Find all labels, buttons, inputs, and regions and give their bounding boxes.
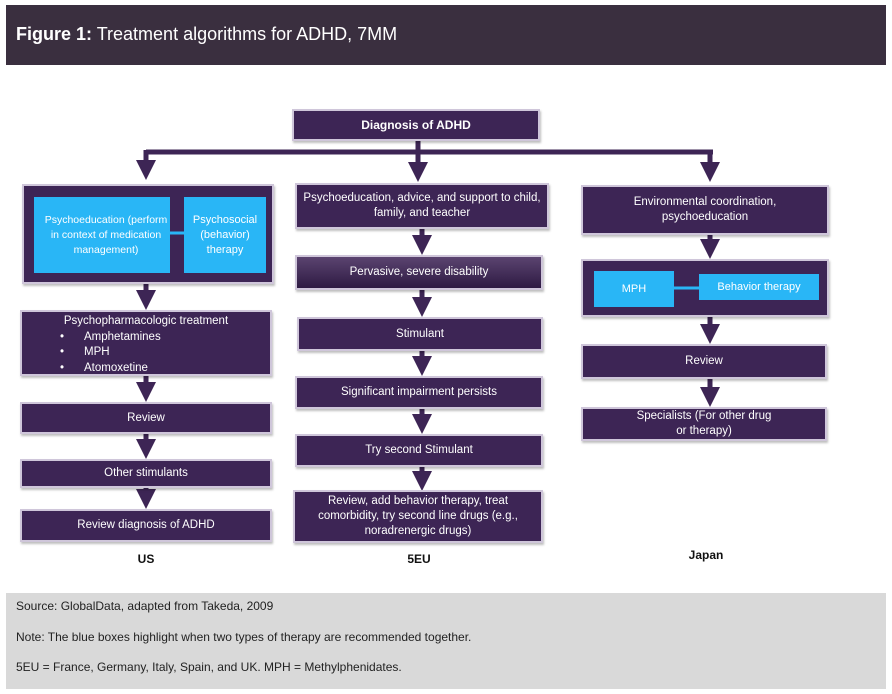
us-treatment-box: Psychopharmacologic treatment Amphetamin… [20,310,272,376]
figure-title-text: Treatment algorithms for ADHD, 7MM [96,24,398,44]
us-other-stimulants-box: Other stimulants [20,459,272,488]
figure-title: Figure 1: Treatment algorithms for ADHD,… [16,22,397,46]
jp-behavior-therapy-box: Behavior therapy [699,274,819,300]
figure-header: Figure 1: Treatment algorithms for ADHD,… [6,5,886,65]
eu-final-box: Review, add behavior therapy, treat como… [293,490,543,543]
figure-footer: Source: GlobalData, adapted from Takeda,… [6,593,886,689]
diagnosis-box: Diagnosis of ADHD [292,109,540,141]
us-review-box: Review [20,402,272,434]
jp-column-label: Japan [688,548,724,562]
us-treatment-list: Amphetamines MPH Atomoxetine [22,330,270,377]
source-note: Source: GlobalData, adapted from Takeda,… [16,599,274,613]
us-therapy-container: Psychoeducation (perform in context of m… [22,184,274,284]
jp-review-box: Review [581,344,827,379]
eu-impairment-box: Significant impairment persists [295,376,543,409]
us-treatment-item: Atomoxetine [22,361,270,377]
jp-therapy-container: MPH Behavior therapy [581,259,829,317]
us-treatment-head: Psychopharmacologic treatment [63,315,229,327]
jp-environmental-box: Environmental coordination, psychoeducat… [581,185,829,235]
eu-psychoeducation-box: Psychoeducation, advice, and support to … [295,183,549,229]
jp-specialists-box: Specialists (For other drug or therapy) [581,407,827,441]
eu-column-label: 5EU [407,552,431,566]
eu-stimulant-box: Stimulant [297,317,543,351]
us-treatment-item: MPH [22,345,270,361]
jp-mph-box: MPH [594,271,674,307]
eu-pervasive-box: Pervasive, severe disability [295,255,543,290]
abbreviation-note: 5EU = France, Germany, Italy, Spain, and… [16,660,402,674]
us-psychoeducation-box: Psychoeducation (perform in context of m… [34,197,170,273]
blue-box-note: Note: The blue boxes highlight when two … [16,630,472,644]
us-column-label: US [137,552,155,566]
us-treatment-item: Amphetamines [22,330,270,346]
us-review-diagnosis-box: Review diagnosis of ADHD [20,509,272,542]
us-psychosocial-box: Psychosocial (behavior) therapy [184,197,266,273]
eu-second-stimulant-box: Try second Stimulant [295,434,543,467]
figure-label: Figure 1: [16,24,93,44]
